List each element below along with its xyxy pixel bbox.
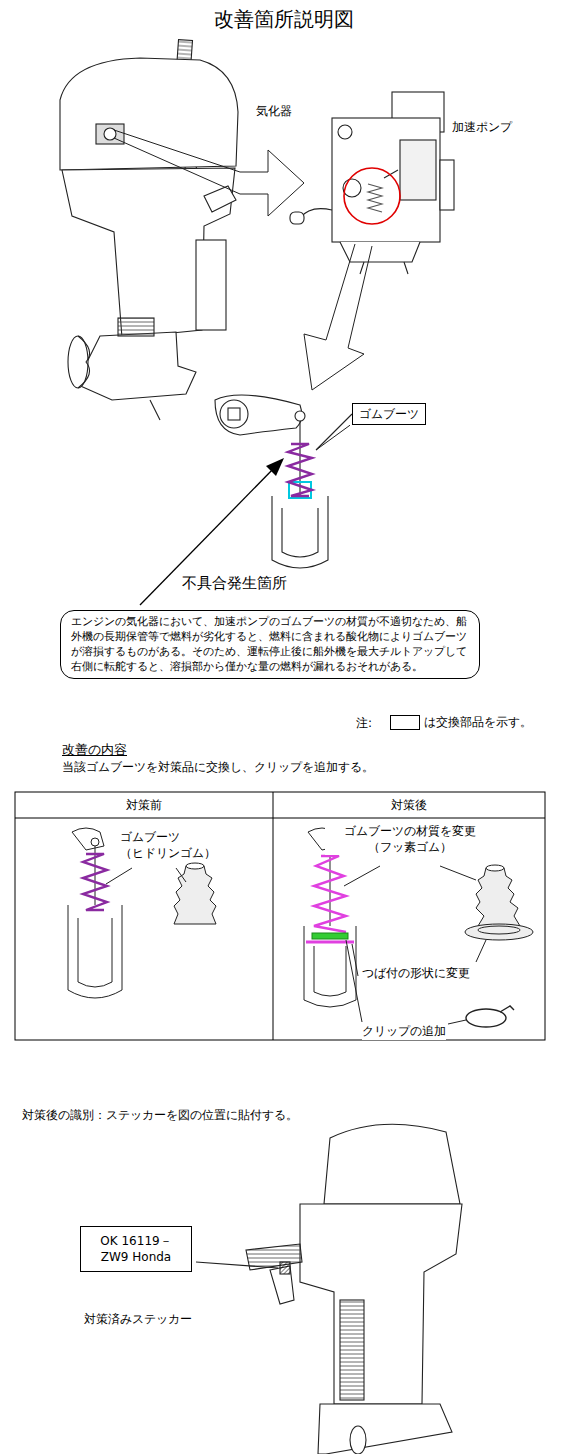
part-label: クリップの追加 (362, 1024, 446, 1040)
part-label: 改善の内容 (62, 742, 127, 759)
pump-detail (215, 395, 352, 568)
after-drawing (304, 828, 533, 1027)
part-label: 対策前 (126, 798, 162, 814)
outboard-motor-top (60, 40, 238, 420)
part-label: 対策済みステッカー (84, 1312, 192, 1328)
page-title: 改善箇所説明図 (0, 6, 568, 32)
zoom-arrow-down (304, 244, 372, 390)
part-label: ゴムブーツの材質を変更 （フッ素ゴム） (325, 824, 495, 855)
outboard-motor-bottom (196, 1124, 462, 1454)
sticker-text: OK 16119－ZW9 Honda (99, 1233, 173, 1265)
part-label: つば付の形状に変更 (362, 966, 470, 982)
note-box: エンジンの気化器において、加速ポンプのゴムブーツの材質が不適切なため、船外機の長… (60, 610, 480, 679)
leader-line (316, 425, 350, 450)
part-label: 対策後の識別：ステッカーを図の位置に貼付する。 (22, 1108, 298, 1124)
part-label: 注: (356, 716, 372, 732)
part-label: 不具合発生箇所 (182, 574, 287, 594)
sticker-box: OK 16119－ZW9 Honda (80, 1226, 192, 1272)
legend-swatch (390, 715, 420, 730)
part-label: 対策後 (391, 798, 427, 814)
table-rule (273, 792, 274, 1040)
zoom-arrow (114, 130, 304, 216)
part-label: 当該ゴムブーツを対策品に交換し、クリップを追加する。 (62, 760, 374, 776)
table-frame (15, 792, 545, 1040)
legend-text: は交換部品を示す。 (424, 715, 532, 729)
legend-item: は交換部品を示す。 (390, 715, 532, 731)
table-rule (15, 818, 545, 819)
node-text: エンジンの気化器において、加速ポンプのゴムブーツの材質が不適切なため、船外機の長… (71, 615, 469, 674)
part-label: 加速ポンプ (452, 120, 512, 136)
part-label: ゴムブーツ （ヒドリンゴム） (120, 830, 230, 861)
part-label: 気化器 (256, 104, 292, 120)
part-name-box: ゴムブーツ (352, 403, 426, 425)
node-text: ゴムブーツ (359, 406, 419, 422)
